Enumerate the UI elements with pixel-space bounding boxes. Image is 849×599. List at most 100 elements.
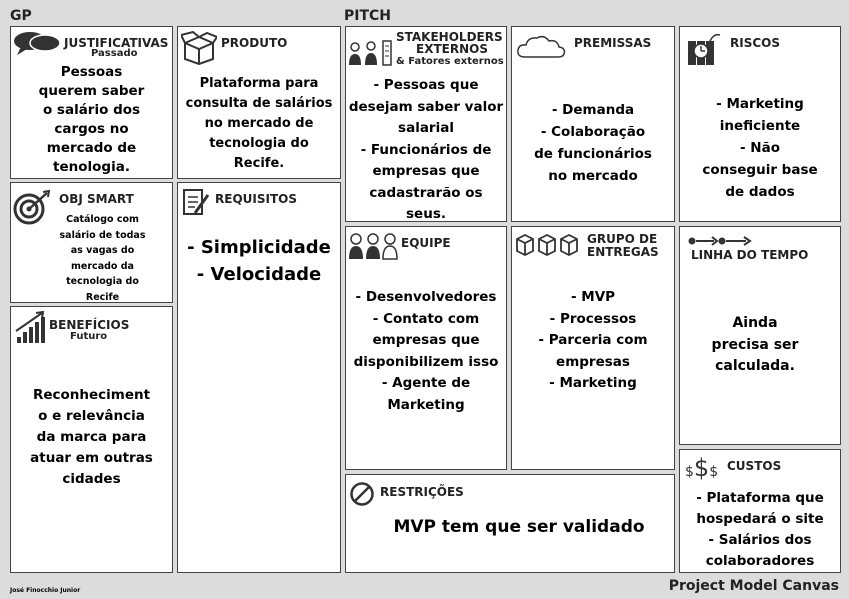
- text-line: - Processos: [549, 310, 637, 327]
- text-line: precisa ser: [711, 336, 799, 353]
- stakeholders-content: - Pessoas que desejam saber valor salari…: [346, 75, 506, 226]
- dollar-icon: $$$: [685, 454, 719, 482]
- restricoes-box: RESTRIÇÕES MVP tem que ser validado: [345, 474, 675, 573]
- text-line: tecnologia do: [209, 136, 309, 151]
- requisitos-title: REQUISITOS: [215, 192, 297, 206]
- text-line: Marketing: [387, 396, 465, 413]
- justificativas-content: Pessoas querem saber o salário dos cargo…: [11, 63, 172, 177]
- text-line: cargos no: [54, 121, 129, 137]
- grupo-entregas-content: - MVP - Processos - Parceria com empresa…: [512, 287, 674, 395]
- grupo-entregas-box: GRUPO DE ENTREGAS - MVP - Processos - Pa…: [511, 226, 675, 470]
- linha-tempo-box: LINHA DO TEMPO Ainda precisa ser calcula…: [679, 226, 841, 445]
- obj-smart-title: OBJ SMART: [59, 192, 134, 206]
- target-icon: [13, 189, 51, 225]
- text-line: - Marketing: [716, 96, 804, 112]
- justificativas-title: JUSTIFICATIVAS: [64, 36, 169, 50]
- requisitos-content: - Simplicidade - Velocidade: [178, 234, 340, 288]
- text-line: empresas que: [372, 163, 480, 179]
- stakeholders-title-line1: STAKEHOLDERS: [396, 30, 503, 44]
- box-icon: [181, 31, 217, 65]
- produto-title: PRODUTO: [221, 36, 288, 50]
- grupo-entregas-title-line1: GRUPO DE: [587, 232, 658, 246]
- text-line: hospedará o site: [696, 511, 824, 527]
- text-line: - Funcionários de: [360, 141, 492, 158]
- text-line: o e relevância: [38, 408, 145, 424]
- premissas-content: - Demanda - Colaboração de funcionários …: [512, 99, 674, 187]
- text-line: MVP tem que ser validado: [393, 517, 645, 537]
- text-line: Reconheciment: [32, 387, 151, 403]
- justificativas-box: JUSTIFICATIVAS Passado Pessoas querem sa…: [10, 26, 173, 179]
- text-line: seus.: [406, 206, 446, 222]
- requisitos-box: REQUISITOS - Simplicidade - Velocidade: [177, 182, 341, 573]
- text-line: conseguir base: [702, 162, 818, 178]
- premissas-title: PREMISSAS: [574, 36, 652, 50]
- text-line: disponibilizem isso: [353, 353, 499, 370]
- text-line: salarial: [398, 120, 454, 136]
- text-line: - MVP: [570, 289, 616, 305]
- text-line: - Salários dos: [708, 532, 812, 548]
- text-line: tecnologia do: [66, 276, 139, 287]
- text-line: da marca para: [36, 429, 147, 445]
- team-icon: [349, 233, 398, 260]
- beneficios-box: BENEFÍCIOS Futuro Reconheciment o e rele…: [10, 306, 173, 573]
- riscos-title: RISCOS: [730, 36, 780, 50]
- restricoes-title: RESTRIÇÕES: [380, 485, 464, 499]
- text-line: Recife: [85, 291, 120, 303]
- stakeholders-subtitle: & Fatores externos: [396, 56, 504, 67]
- text-line: mercado de: [46, 140, 137, 156]
- growth-chart-icon: [15, 311, 45, 343]
- text-line: - Agente de: [381, 375, 471, 391]
- text-line: calculada.: [715, 358, 795, 374]
- checklist-icon: [183, 189, 210, 215]
- text-line: - Simplicidade: [187, 237, 331, 258]
- stakeholders-box: STAKEHOLDERS EXTERNOS & Fatores externos…: [345, 26, 507, 222]
- text-line: - Parceria com: [538, 332, 648, 348]
- produto-box: PRODUTO Plataforma para consulta de salá…: [177, 26, 341, 179]
- text-line: o salário dos: [42, 102, 141, 118]
- stakeholders-title-line2: EXTERNOS: [416, 42, 488, 56]
- text-line: as vagas do: [70, 245, 135, 256]
- text-line: - Plataforma que: [696, 490, 824, 506]
- obj-smart-content: Catálogo com salário de todas as vagas d…: [21, 212, 184, 305]
- linha-tempo-title: LINHA DO TEMPO: [691, 248, 809, 262]
- equipe-title: EQUIPE: [401, 236, 451, 250]
- cloud-icon: [517, 35, 566, 58]
- text-line: colaboradores: [705, 553, 815, 569]
- equipe-box: EQUIPE - Desenvolvedores - Contato com e…: [345, 226, 507, 470]
- author-credit: José Finocchio Junior: [10, 587, 81, 594]
- custos-box: $$$ CUSTOS - Plataforma que hospedará o …: [679, 449, 841, 573]
- text-line: empresas que: [372, 332, 480, 348]
- justificativas-subtitle: Passado: [91, 48, 138, 59]
- text-line: mercado da: [71, 260, 134, 272]
- text-line: querem saber: [38, 83, 145, 99]
- custos-content: - Plataforma que hospedará o site - Salá…: [680, 488, 840, 572]
- timeline-icon: [688, 236, 752, 246]
- text-line: cadastrarão os: [369, 184, 483, 201]
- text-line: ineficiente: [719, 118, 801, 134]
- prohibited-icon: [350, 482, 374, 506]
- equipe-content: - Desenvolvedores - Contato com empresas…: [346, 287, 506, 416]
- text-line: - Contato com: [372, 310, 480, 327]
- text-line: - Pessoas que: [373, 77, 479, 93]
- riscos-content: - Marketing ineficiente - Não conseguir …: [680, 93, 840, 203]
- text-line: - Demanda: [551, 102, 635, 118]
- text-line: - Não: [740, 140, 780, 156]
- text-line: de funcionários: [534, 146, 652, 162]
- text-line: Recife.: [233, 156, 285, 171]
- text-line: - Marketing: [549, 375, 637, 391]
- text-line: empresas: [556, 353, 630, 370]
- text-line: no mercado: [548, 168, 638, 184]
- text-line: desejam saber valor: [348, 98, 504, 115]
- text-line: consulta de salários: [185, 96, 333, 111]
- beneficios-content: Reconheciment o e relevância da marca pa…: [11, 385, 172, 490]
- custos-title: CUSTOS: [727, 459, 782, 473]
- people-icon: [349, 40, 392, 66]
- text-line: - Colaboração: [540, 124, 646, 140]
- premissas-box: PREMISSAS - Demanda - Colaboração de fun…: [511, 26, 675, 222]
- text-line: Plataforma para: [199, 76, 319, 91]
- pitch-header: PITCH: [344, 8, 392, 24]
- text-line: salário de todas: [59, 229, 146, 241]
- text-line: Ainda: [732, 315, 778, 331]
- text-line: cidades: [62, 471, 121, 487]
- beneficios-subtitle: Futuro: [70, 331, 108, 342]
